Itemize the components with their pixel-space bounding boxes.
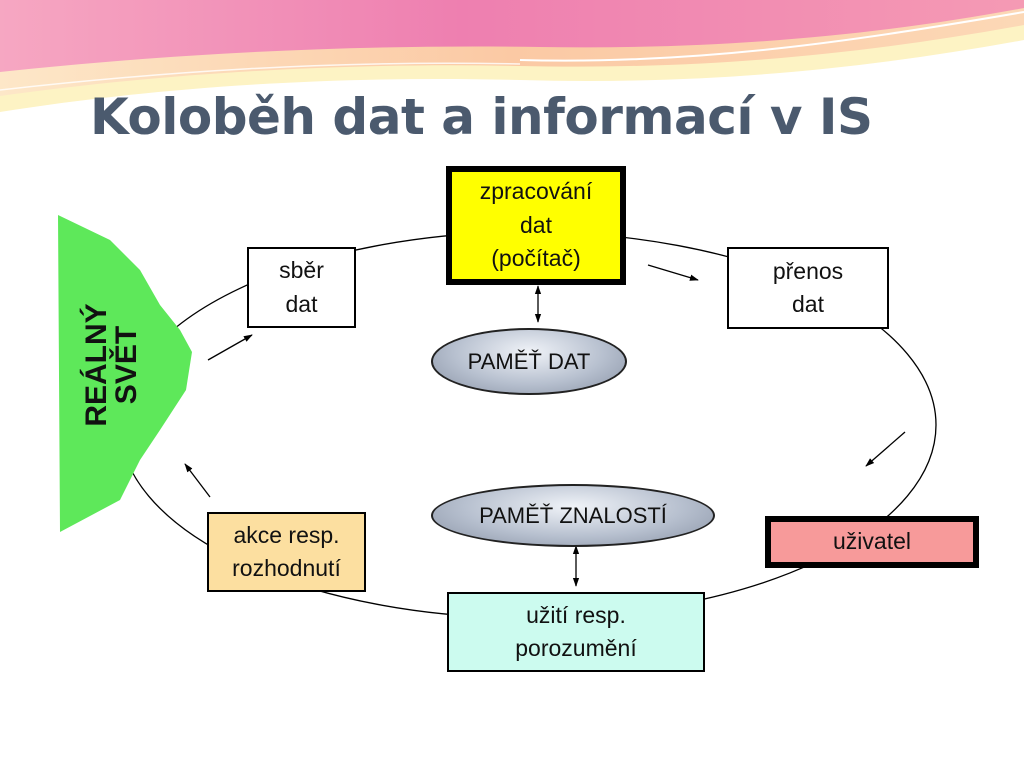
arrow-to-user	[865, 431, 906, 467]
decorative-wave-banner	[0, 0, 1024, 112]
knowledge-memory-ellipse: PAMĚŤ ZNALOSTÍ	[431, 484, 715, 547]
slide-title: Koloběh dat a informací v IS	[90, 88, 873, 146]
banner-white-curve-2	[0, 62, 521, 91]
arrow-to-real-world	[184, 463, 211, 498]
transfer-box: přenos dat	[727, 247, 889, 329]
arrow-to-collection	[207, 334, 253, 361]
arrow-to-transfer	[647, 264, 699, 281]
usage-box: užití resp. porozumění	[447, 592, 705, 672]
real-world-text: REÁLNÝ SVĚT	[80, 303, 143, 427]
banner-white-curve	[519, 11, 1024, 62]
banner-pink-band	[0, 0, 1024, 72]
collection-box: sběr dat	[247, 247, 356, 328]
real-world-shape	[58, 215, 192, 532]
data-memory-ellipse: PAMĚŤ DAT	[431, 328, 627, 395]
action-box: akce resp. rozhodnutí	[207, 512, 366, 592]
user-box: uživatel	[765, 516, 979, 568]
processing-box: zpracování dat (počítač)	[446, 166, 626, 285]
